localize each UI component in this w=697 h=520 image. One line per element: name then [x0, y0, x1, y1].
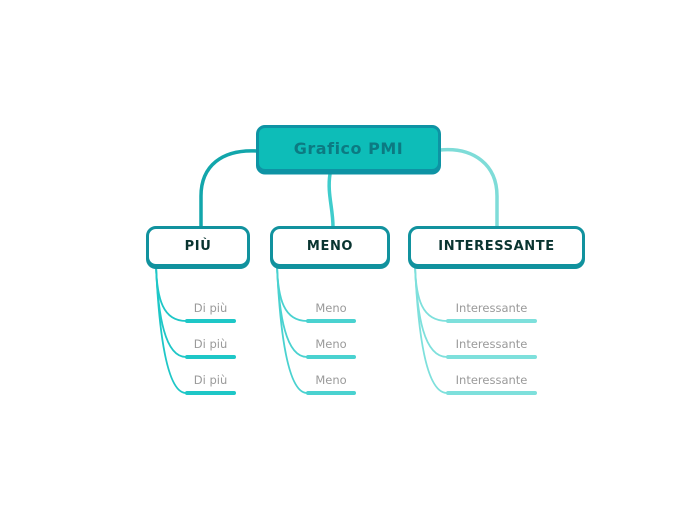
leaf-meno-item-3[interactable]: Meno: [306, 373, 356, 395]
leaf-meno-item-2[interactable]: Meno: [306, 337, 356, 359]
connector-meno-item-1: [276, 265, 308, 322]
connector-root-interessante: [438, 147, 499, 229]
leaf-piu-item-3-label: Di più: [193, 373, 228, 387]
leaf-interessante-item-2-label: Interessante: [455, 337, 528, 351]
leaf-interessante-item-2[interactable]: Interessante: [446, 337, 537, 359]
leaf-meno-item-3-label: Meno: [315, 373, 347, 387]
leaf-piu-item-2-underline: [185, 355, 236, 359]
connector-interessante-item-3: [414, 265, 448, 394]
connector-interessante-item-2: [414, 265, 448, 358]
branch-node-piu[interactable]: PIÙ: [146, 226, 250, 267]
connector-root-meno: [327, 172, 335, 229]
leaf-meno-item-1-underline: [306, 319, 356, 323]
leaf-piu-item-1[interactable]: Di più: [185, 301, 236, 323]
leaf-interessante-item-1-label: Interessante: [455, 301, 528, 315]
leaf-interessante-item-2-underline: [446, 355, 537, 359]
leaf-piu-item-3[interactable]: Di più: [185, 373, 236, 395]
branch-label-meno: MENO: [306, 239, 354, 254]
leaf-meno-item-1-label: Meno: [315, 301, 347, 315]
branch-node-interessante[interactable]: INTERESSANTE: [408, 226, 585, 267]
connector-piu-item-1: [155, 265, 187, 322]
connector-root-piu: [199, 149, 259, 229]
leaf-piu-item-1-label: Di più: [193, 301, 228, 315]
root-topic-label: Grafico PMI: [293, 139, 404, 158]
leaf-interessante-item-1-underline: [446, 319, 537, 323]
connector-piu-item-3: [155, 265, 187, 394]
leaf-piu-item-1-underline: [185, 319, 236, 323]
leaf-piu-item-2-label: Di più: [193, 337, 228, 351]
branch-label-interessante: INTERESSANTE: [438, 239, 555, 254]
leaf-interessante-item-1[interactable]: Interessante: [446, 301, 537, 323]
leaf-piu-item-2[interactable]: Di più: [185, 337, 236, 359]
leaf-interessante-item-3[interactable]: Interessante: [446, 373, 537, 395]
leaf-meno-item-2-underline: [306, 355, 356, 359]
connector-meno-item-2: [276, 265, 308, 358]
leaf-meno-item-1[interactable]: Meno: [306, 301, 356, 323]
leaf-interessante-item-3-underline: [446, 391, 537, 395]
connector-meno-item-3: [276, 265, 308, 394]
leaf-interessante-item-3-label: Interessante: [455, 373, 528, 387]
leaf-meno-item-2-label: Meno: [315, 337, 347, 351]
connector-piu-item-2: [155, 265, 187, 358]
leaf-meno-item-3-underline: [306, 391, 356, 395]
root-topic-node[interactable]: Grafico PMI: [256, 125, 441, 172]
leaf-piu-item-3-underline: [185, 391, 236, 395]
branch-node-meno[interactable]: MENO: [270, 226, 390, 267]
branch-label-piu: PIÙ: [184, 239, 212, 254]
connector-interessante-item-1: [414, 265, 448, 322]
